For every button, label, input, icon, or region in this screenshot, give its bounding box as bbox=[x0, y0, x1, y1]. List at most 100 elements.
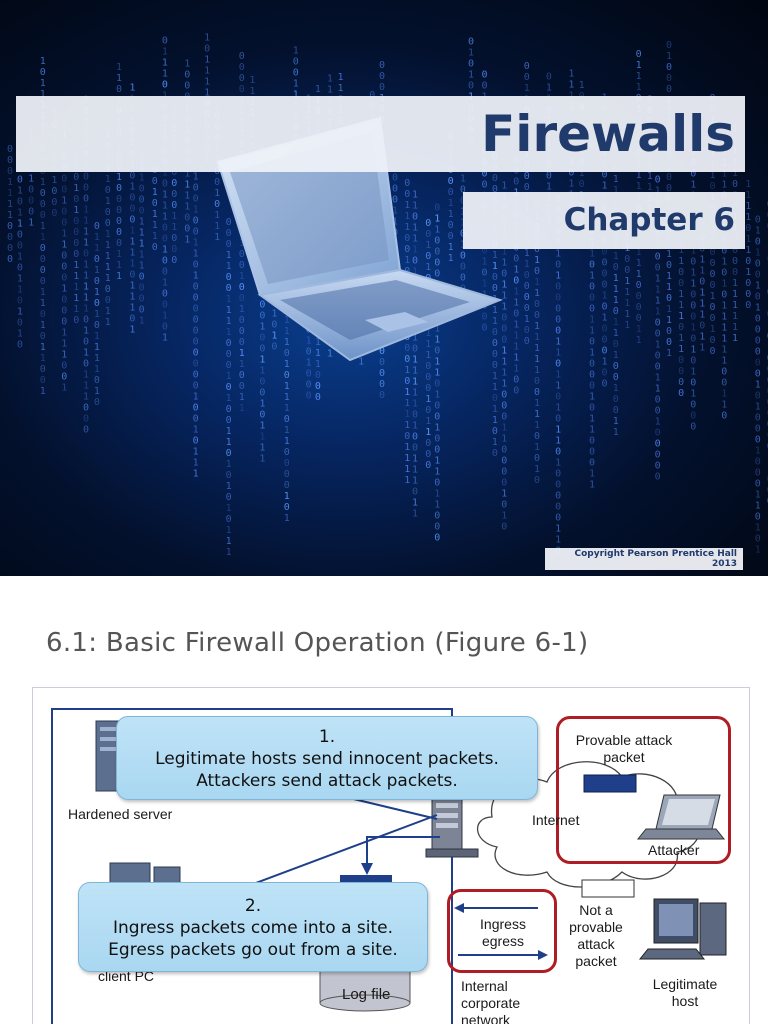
binary-digit: 1 bbox=[501, 258, 507, 269]
binary-digit: 0 bbox=[482, 311, 488, 322]
binary-digit: 0 bbox=[259, 343, 265, 354]
binary-digit: 1 bbox=[116, 73, 122, 84]
binary-digit: 0 bbox=[501, 500, 507, 511]
binary-digit: 0 bbox=[162, 35, 168, 46]
binary-digit: 1 bbox=[721, 400, 727, 411]
binary-digit: 0 bbox=[40, 188, 46, 199]
binary-digit: 0 bbox=[239, 73, 245, 84]
binary-digit: 1 bbox=[655, 186, 661, 197]
binary-digit: 0 bbox=[448, 220, 454, 231]
binary-digit: 0 bbox=[767, 496, 768, 507]
callout2-line2: Egress packets go out from a site. bbox=[108, 940, 398, 960]
binary-digit: 1 bbox=[448, 198, 454, 209]
binary-digit: 0 bbox=[83, 336, 89, 347]
binary-digit: 1 bbox=[226, 525, 232, 536]
binary-digit: 0 bbox=[492, 184, 498, 195]
binary-digit: 0 bbox=[17, 241, 23, 252]
binary-digit: 0 bbox=[392, 195, 398, 206]
binary-digit: 0 bbox=[767, 375, 768, 386]
binary-digit: 1 bbox=[448, 242, 454, 253]
binary-digit: 1 bbox=[613, 185, 619, 196]
binary-digit: 0 bbox=[7, 221, 13, 232]
binary-digit: 1 bbox=[468, 48, 474, 59]
binary-digit: 0 bbox=[602, 280, 608, 291]
binary-digit: 0 bbox=[40, 210, 46, 221]
binary-digit: 0 bbox=[40, 243, 46, 254]
binary-digit: 1 bbox=[767, 243, 768, 254]
binary-digit: 0 bbox=[555, 293, 561, 304]
binary-digit: 1 bbox=[73, 183, 79, 194]
binary-digit: 0 bbox=[589, 436, 595, 447]
binary-digit: 0 bbox=[315, 381, 321, 392]
binary-digit: 1 bbox=[404, 255, 410, 266]
callout1-number: 1. bbox=[318, 727, 336, 747]
binary-digit: 1 bbox=[412, 454, 418, 465]
binary-digit: 1 bbox=[193, 248, 199, 259]
binary-digit: 0 bbox=[284, 447, 290, 458]
binary-digit: 1 bbox=[162, 244, 168, 255]
binary-digit: 1 bbox=[94, 243, 100, 254]
binary-digit: 1 bbox=[139, 316, 145, 327]
binary-digit: 1 bbox=[434, 467, 440, 478]
binary-digit: 0 bbox=[767, 397, 768, 408]
binary-digit: 1 bbox=[425, 328, 431, 339]
binary-digit: 0 bbox=[73, 227, 79, 238]
binary-digit: 0 bbox=[239, 51, 245, 62]
binary-digit: 1 bbox=[412, 366, 418, 377]
binary-digit: 0 bbox=[501, 478, 507, 489]
binary-digit: 0 bbox=[492, 360, 498, 371]
binary-digit: 1 bbox=[678, 311, 684, 322]
binary-digit: 1 bbox=[306, 335, 312, 346]
binary-digit: 1 bbox=[755, 500, 761, 511]
binary-digit: 1 bbox=[193, 204, 199, 215]
binary-digit: 0 bbox=[434, 478, 440, 489]
binary-digit: 0 bbox=[129, 215, 135, 226]
callout2-line1: Ingress packets come into a site. bbox=[112, 918, 394, 938]
binary-digit: 0 bbox=[193, 325, 199, 336]
binary-digit: 0 bbox=[678, 377, 684, 388]
binary-digit: 1 bbox=[412, 234, 418, 245]
binary-digit: 1 bbox=[105, 262, 111, 273]
binary-digit: 1 bbox=[767, 232, 768, 243]
binary-digit: 0 bbox=[745, 300, 751, 311]
binary-digit: 0 bbox=[7, 243, 13, 254]
binary-digit: 0 bbox=[721, 378, 727, 389]
binary-digit: 0 bbox=[239, 293, 245, 304]
binary-digit: 0 bbox=[7, 254, 13, 265]
binary-digit: 0 bbox=[184, 223, 190, 234]
binary-digit: 0 bbox=[284, 414, 290, 425]
binary-digit: 1 bbox=[259, 354, 265, 365]
binary-digit: 0 bbox=[745, 223, 751, 234]
binary-digit: 1 bbox=[259, 431, 265, 442]
binary-digit: 0 bbox=[732, 256, 738, 267]
binary-digit: 0 bbox=[767, 430, 768, 441]
binary-digit: 0 bbox=[193, 215, 199, 226]
binary-digit: 1 bbox=[501, 346, 507, 357]
binary-digit: 1 bbox=[492, 404, 498, 415]
binary-digit: 0 bbox=[448, 231, 454, 242]
binary-digit: 0 bbox=[699, 277, 705, 288]
binary-digit: 1 bbox=[239, 392, 245, 403]
binary-digit: 1 bbox=[721, 345, 727, 356]
binary-digit: 1 bbox=[116, 62, 122, 73]
binary-digit: 0 bbox=[379, 82, 385, 93]
binary-digit: 1 bbox=[404, 365, 410, 376]
binary-digit: 0 bbox=[226, 283, 232, 294]
binary-digit: 0 bbox=[259, 310, 265, 321]
binary-digit: 0 bbox=[94, 276, 100, 287]
binary-digit: 1 bbox=[434, 225, 440, 236]
binary-digit: 0 bbox=[613, 262, 619, 273]
binary-digit: 0 bbox=[94, 397, 100, 408]
binary-digit: 0 bbox=[434, 412, 440, 423]
binary-digit: 0 bbox=[193, 303, 199, 314]
binary-digit: 0 bbox=[710, 313, 716, 324]
binary-digit: 0 bbox=[239, 260, 245, 271]
binary-digit: 1 bbox=[315, 337, 321, 348]
binary-digit: 1 bbox=[152, 220, 158, 231]
binary-digit: 1 bbox=[61, 339, 67, 350]
binary-digit: 1 bbox=[51, 175, 57, 186]
binary-digit: 1 bbox=[249, 86, 255, 97]
binary-digit: 0 bbox=[555, 315, 561, 326]
binary-digit: 1 bbox=[226, 294, 232, 305]
binary-digit: 1 bbox=[501, 368, 507, 379]
